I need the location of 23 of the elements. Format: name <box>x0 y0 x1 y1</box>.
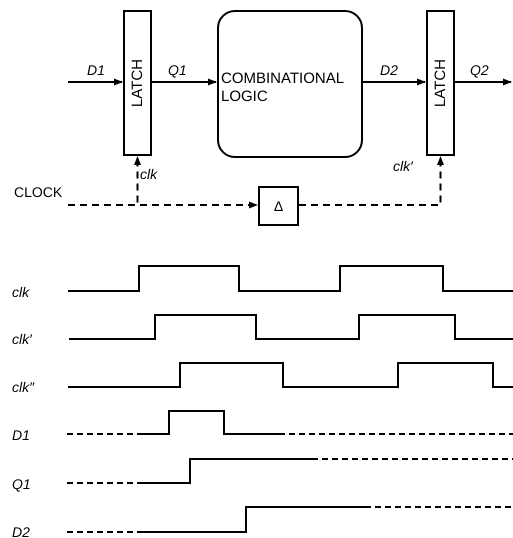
signal-name: clk″ <box>12 379 34 395</box>
arrow <box>363 78 426 86</box>
arrow <box>68 78 123 86</box>
signal-name: clk′ <box>12 331 32 347</box>
signal-label: CLOCK <box>14 184 68 205</box>
arrow <box>68 202 258 208</box>
edge-label: clk′ <box>393 158 413 174</box>
edge-label: Q1 <box>168 62 187 78</box>
signal-name: clk <box>12 284 30 300</box>
signal-name: D1 <box>12 427 30 443</box>
edge-label: Q2 <box>470 62 489 78</box>
latch-box: LATCH <box>123 10 152 156</box>
latch-box: LATCH <box>426 10 455 156</box>
edge-label: clk <box>140 166 158 182</box>
edge-label: D1 <box>87 62 105 78</box>
delay-box: Δ <box>258 186 299 226</box>
arrow <box>455 78 512 86</box>
arrow <box>152 78 217 86</box>
arrow <box>299 156 444 206</box>
logic-block: COMBINATIONAL LOGIC <box>217 10 363 158</box>
signal-name: D2 <box>12 524 30 538</box>
edge-label: D2 <box>380 62 398 78</box>
signal-name: Q1 <box>12 476 31 492</box>
